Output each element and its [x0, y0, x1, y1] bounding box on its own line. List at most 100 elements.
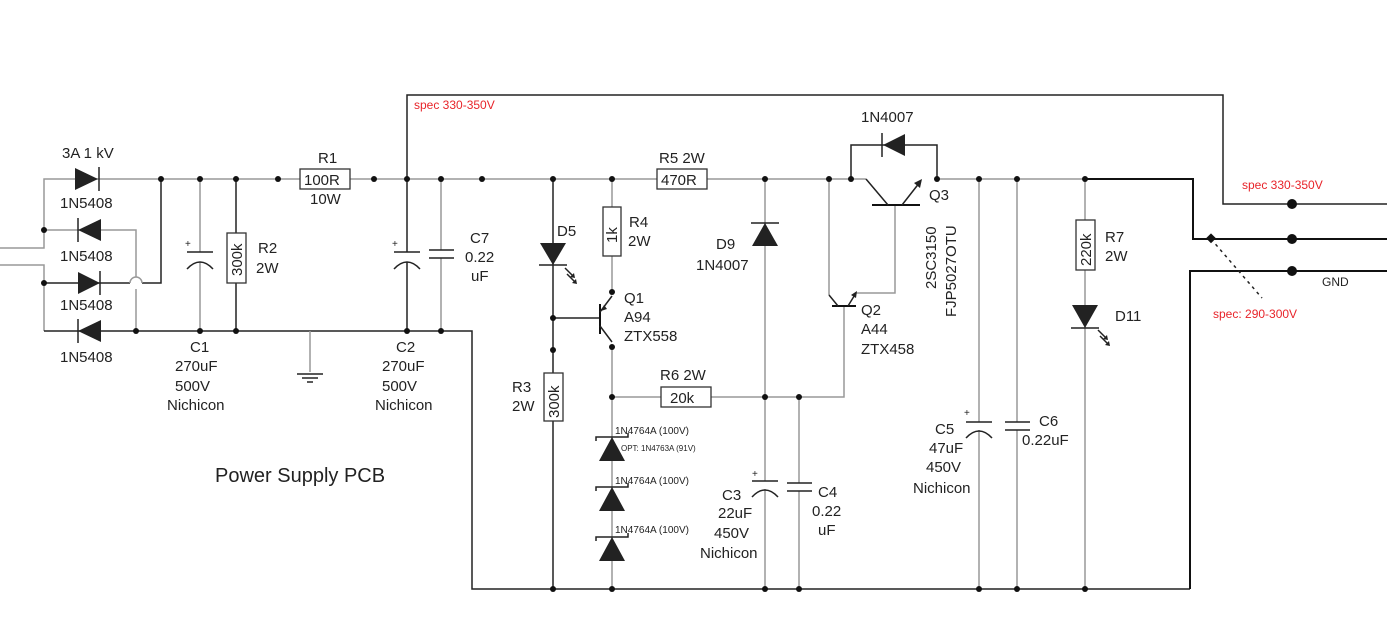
c3-plus: +	[752, 469, 758, 480]
r5-value: 470R	[661, 172, 697, 189]
c3-value: 22uF	[718, 505, 752, 522]
c5-symbol	[965, 421, 993, 439]
r3-value: 300k	[546, 385, 563, 418]
c1-symbol	[186, 251, 214, 270]
c1-value: 270uF	[175, 358, 218, 375]
r5-name: R5 2W	[659, 150, 706, 167]
c3-voltage: 450V	[714, 525, 749, 542]
junction-dots	[41, 176, 1297, 592]
c4-symbol	[787, 482, 812, 492]
bridge-d2-label: 1N5408	[60, 248, 113, 265]
r1-power: 10W	[310, 191, 342, 208]
r1-body	[299, 168, 351, 190]
r6-name: R6 2W	[660, 367, 707, 384]
ground-icon	[297, 373, 323, 383]
c5-name: C5	[935, 421, 954, 438]
zener1-part: 1N4764A (100V)	[615, 426, 689, 437]
c7-value: 0.22	[465, 249, 494, 266]
c3-symbol	[751, 480, 779, 498]
r2-name: R2	[258, 240, 277, 257]
r4-name: R4	[629, 214, 648, 231]
c5-brand: Nichicon	[913, 480, 971, 497]
r2-power: 2W	[256, 260, 279, 277]
c6-symbol	[1005, 421, 1030, 431]
gnd-label: GND	[1322, 275, 1349, 289]
bypass-diode	[881, 133, 905, 157]
c2-voltage: 500V	[382, 378, 417, 395]
c1-plus: +	[185, 239, 191, 250]
c2-value: 270uF	[382, 358, 425, 375]
q1-transistor	[599, 295, 613, 343]
zener1-note: OPT: 1N4763A (91V)	[621, 444, 696, 453]
d9-name: D9	[716, 236, 735, 253]
bridge-d4-label: 1N5408	[60, 349, 113, 366]
r3-body	[543, 372, 564, 422]
d5-led-icon	[539, 243, 577, 284]
zener-diode-3	[595, 533, 629, 561]
c3-name: C3	[722, 487, 741, 504]
q3-part2: FJP5027OTU	[943, 225, 960, 317]
zener3-part: 1N4764A (100V)	[615, 525, 689, 536]
r6-body	[660, 386, 712, 408]
r2-body	[226, 232, 247, 284]
r7-name: R7	[1105, 229, 1124, 246]
c6-value: 0.22uF	[1022, 432, 1069, 449]
r4-value: 1k	[604, 227, 621, 243]
d5-name: D5	[557, 223, 576, 240]
d11-name: D11	[1115, 308, 1141, 325]
q1-part2: ZTX558	[624, 328, 677, 345]
bridge-diode-4	[77, 319, 101, 343]
c1-brand: Nichicon	[167, 397, 225, 414]
q1-part1: A94	[624, 309, 651, 326]
r6-value: 20k	[670, 390, 695, 407]
c2-name: C2	[396, 339, 415, 356]
bridge-d3-label: 1N5408	[60, 297, 113, 314]
c7-symbol	[429, 249, 454, 259]
bridge-rating: 3A 1 kV	[62, 145, 114, 162]
d9-part: 1N4007	[696, 257, 749, 274]
r1-name: R1	[318, 150, 337, 167]
d9-diode	[751, 222, 779, 246]
c5-plus: +	[964, 408, 970, 419]
r5-body	[656, 168, 708, 190]
c2-symbol	[393, 251, 421, 270]
bridge-diode-2	[77, 218, 101, 242]
d11-led-icon	[1071, 305, 1110, 346]
title: Power Supply PCB	[215, 465, 385, 487]
r7-power: 2W	[1105, 248, 1128, 265]
r2-value: 300k	[229, 243, 246, 276]
bridge-d1-label: 1N5408	[60, 195, 113, 212]
zener2-part: 1N4764A (100V)	[615, 476, 689, 487]
c5-value: 47uF	[929, 440, 963, 457]
q2-transistor	[828, 291, 857, 307]
c4-name: C4	[818, 484, 837, 501]
c1-name: C1	[190, 339, 209, 356]
c5-voltage: 450V	[926, 459, 961, 476]
r4-body	[602, 206, 622, 257]
r1-value: 100R	[304, 172, 340, 189]
c3-brand: Nichicon	[700, 545, 758, 562]
c7-name: C7	[470, 230, 489, 247]
q3-part1: 2SC3150	[923, 226, 940, 289]
spec-top-label: spec 330-350V	[414, 98, 495, 112]
q3-transistor	[865, 178, 922, 206]
c2-plus: +	[392, 239, 398, 250]
c2-brand: Nichicon	[375, 397, 433, 414]
r3-power: 2W	[512, 398, 535, 415]
bridge-diode-1	[75, 167, 100, 191]
bridge-diode-3	[78, 271, 101, 295]
spec-right-label: spec 330-350V	[1242, 178, 1323, 192]
q1-name: Q1	[624, 290, 644, 307]
spec-mid-label: spec: 290-300V	[1213, 307, 1297, 321]
r4-power: 2W	[628, 233, 651, 250]
r7-body	[1075, 219, 1096, 271]
c4-unit: uF	[818, 522, 836, 539]
r7-value: 220k	[1078, 233, 1095, 266]
q3-name: Q3	[929, 187, 949, 204]
r3-name: R3	[512, 379, 531, 396]
c4-value: 0.22	[812, 503, 841, 520]
zener-diode-1	[595, 433, 629, 461]
c6-name: C6	[1039, 413, 1058, 430]
bypass-diode-part: 1N4007	[861, 109, 914, 126]
